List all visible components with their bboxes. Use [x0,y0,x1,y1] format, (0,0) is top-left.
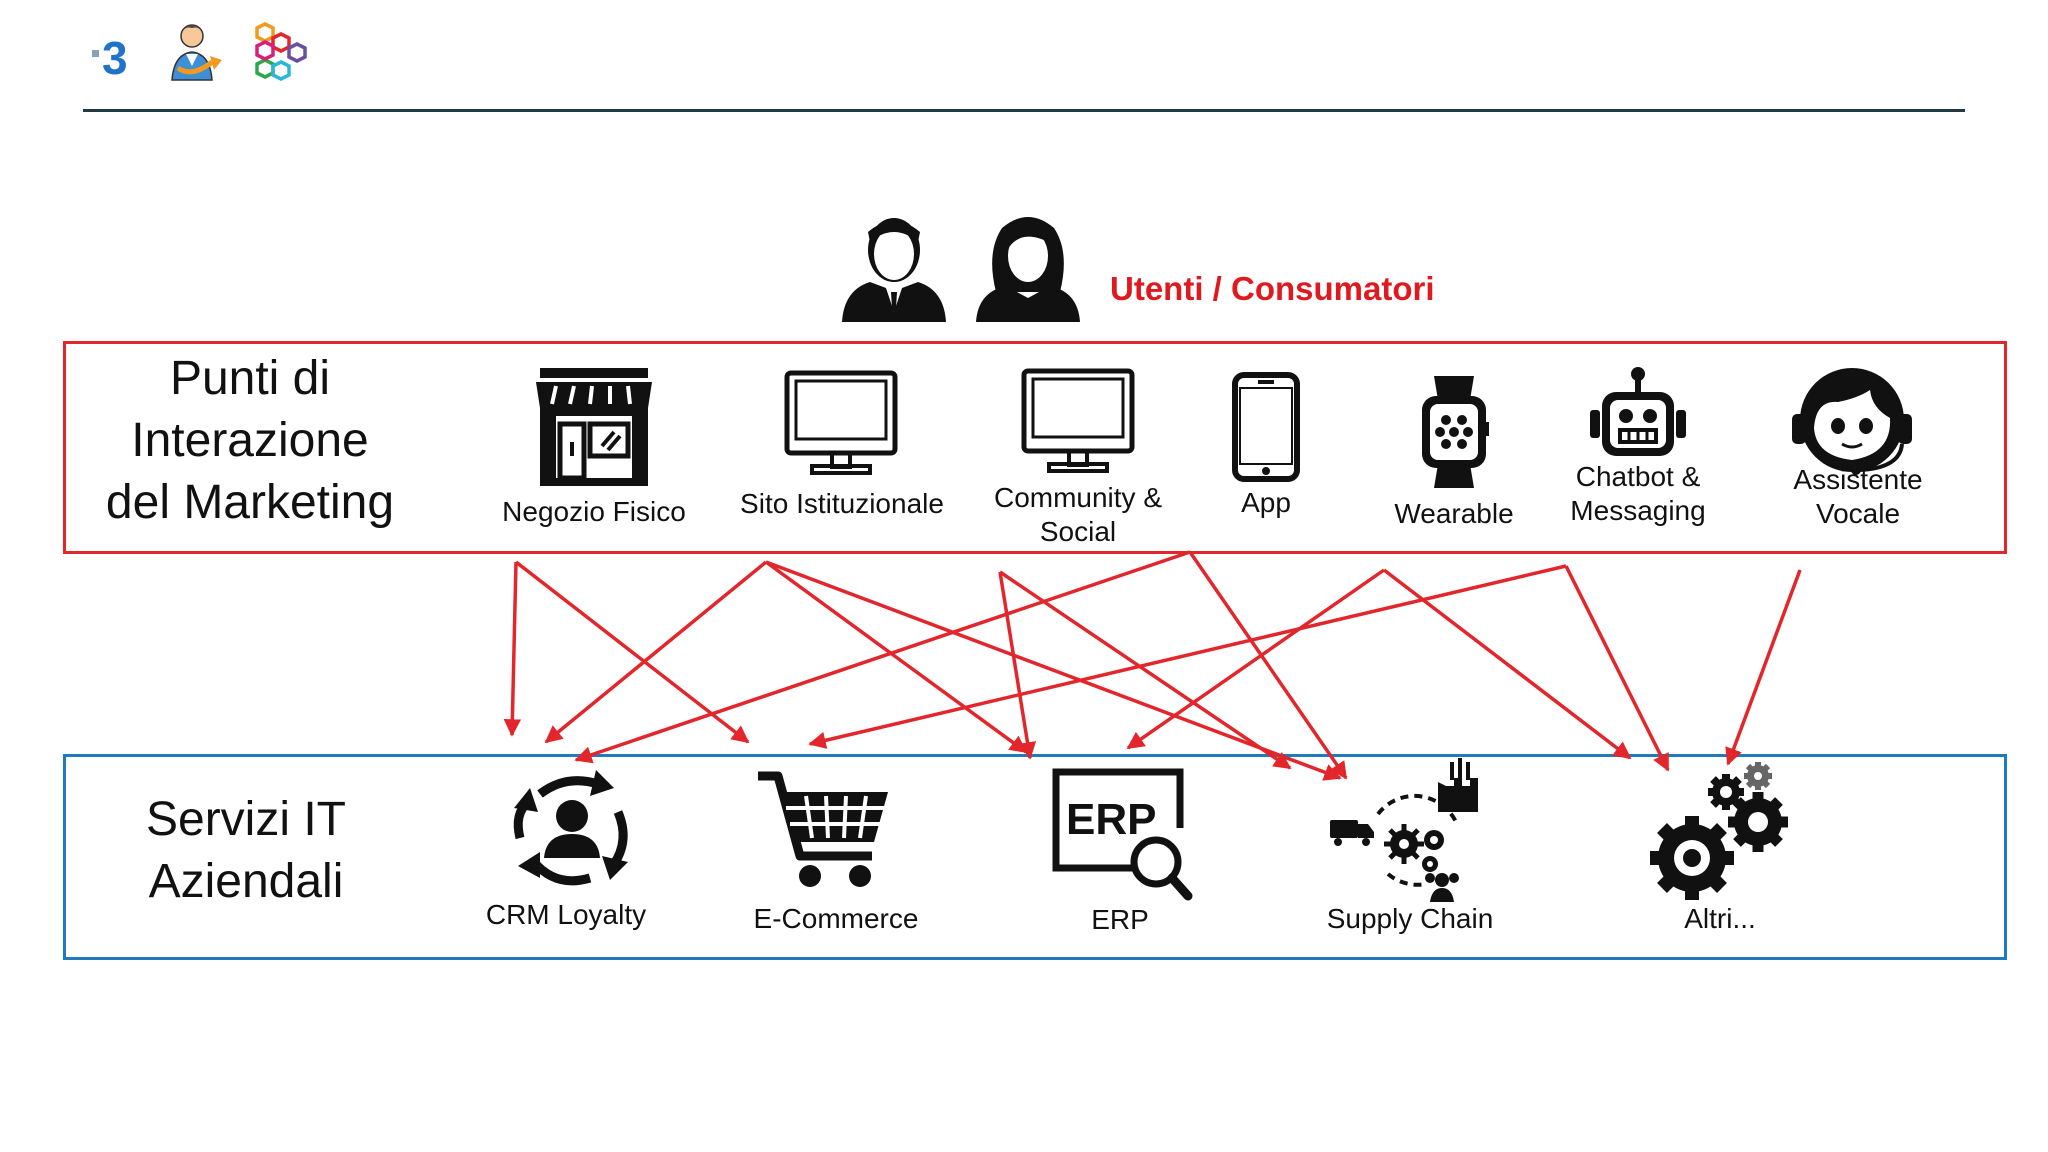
erp-search-icon: ERP [1052,768,1193,901]
users-label: Utenti / Consumatori [1110,270,1435,307]
arrow-negozio-to-crm [503,561,522,737]
logo-letter: 3 [102,32,128,84]
touchpoint-label-line: Social [1039,516,1117,547]
smartwatch-icon [1422,376,1489,488]
arrow-sito-to-erp [764,560,1028,754]
touchpoint-label-community: Community & Social [960,481,1196,549]
arrow-wearable-to-altri [1382,568,1632,760]
touchpoints-title: Punti di Interazione del Marketing [75,348,425,534]
erp-icon-text: ERP [1066,795,1156,844]
touchpoint-label-chatbot: Chatbot & Messaging [1538,460,1738,528]
touchpoint-label-line: Chatbot & [1575,461,1701,492]
smartphone-icon [1232,372,1300,482]
services-title: Servizi IT Aziendali [86,789,406,913]
touchpoint-label-line: Sito Istituzionale [740,488,944,519]
arrow-wearable-to-erp [1126,568,1385,750]
service-label-supply: Supply Chain [1326,903,1494,934]
monitor-icon [784,370,898,475]
touchpoints-title-line: Punti di [169,352,331,405]
company-logo-icon: 3 [92,32,128,84]
touchpoint-label-line: App [1241,487,1291,518]
touchpoint-label-sito: Sito Istituzionale [720,487,964,521]
arrow-sito-to-supply [765,560,1342,781]
arrow-sito-to-crm [544,560,768,744]
hexagon-network-icon [255,22,307,81]
touchpoint-label-line: Assistente [1793,464,1923,495]
monitor-icon [1021,368,1135,473]
crm-cycle-icon [513,770,628,886]
service-label-altri: Altri... [1684,903,1756,934]
gears-icon [1650,762,1788,900]
touchpoint-label-line: Wearable [1394,498,1514,529]
headset-icon [1792,368,1912,475]
touchpoint-label-assistente: Assistente Vocale [1760,463,1956,531]
touchpoint-label-app: App [1196,486,1336,520]
supply-chain-icon [1330,758,1478,902]
arrow-negozio-to-ecommerce [514,560,750,744]
touchpoints-title-line: del Marketing [105,476,395,529]
header-divider [83,109,1965,112]
service-label-erp: ERP [1091,904,1149,935]
service-label-ecommerce: E-Commerce [753,903,919,934]
arrow-community-to-crm [574,550,1191,764]
touchpoint-label-wearable: Wearable [1378,497,1530,531]
female-user-icon [976,217,1080,322]
service-label-crm: CRM Loyalty [485,899,647,930]
arrow-chatbot-to-ecommerce [808,564,1567,749]
touchpoint-label-line: Messaging [1570,495,1706,526]
touchpoint-label-line: Negozio Fisico [502,496,686,527]
arrow-chatbot-to-altri [1564,565,1670,772]
arrow-community-to-supply [1188,551,1348,780]
touchpoint-label-line: Vocale [1815,498,1901,529]
services-title-line: Aziendali [148,855,344,908]
arrow-app-to-supply [999,570,1292,770]
robot-icon [1590,367,1686,456]
arrow-app-to-erp [998,571,1037,760]
touchpoint-label-negozio: Negozio Fisico [482,495,706,529]
store-icon [536,368,652,486]
touchpoints-title-line: Interazione [131,414,369,467]
businessman-growth-icon [171,24,222,81]
arrow-assistente-to-altri [1725,569,1802,766]
services-title-line: Servizi IT [145,793,346,846]
male-user-icon [842,218,946,322]
shopping-cart-icon [758,771,888,887]
touchpoint-label-line: Community & [993,482,1163,513]
